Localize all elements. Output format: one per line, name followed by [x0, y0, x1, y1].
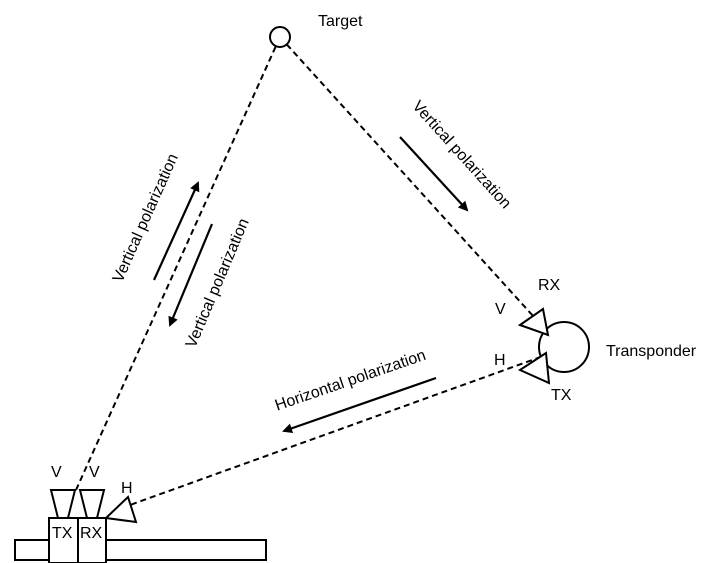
radar-base-right	[105, 539, 267, 561]
arrow-transponder-to-radar	[282, 376, 437, 434]
radar-tx-label: TX	[52, 525, 73, 542]
target-label: Target	[318, 13, 363, 30]
polarization-label-target-to-radar: Vertical polarization	[183, 216, 253, 350]
transponder-tx-label: TX	[551, 387, 572, 404]
radar-rx-label: RX	[80, 525, 103, 542]
transponder-label: Transponder	[606, 343, 697, 360]
radar-h-horn	[103, 495, 138, 524]
radar-tx-horn	[49, 489, 77, 519]
arrow-target-to-transponder	[399, 136, 469, 212]
transponder-h-label: H	[494, 352, 506, 369]
radar-base-left	[14, 539, 50, 561]
transponder-rx-label: RX	[538, 277, 561, 294]
transponder-tx-horn	[517, 351, 551, 385]
polarization-label-transponder-to-radar: Horizontal polarization	[273, 347, 428, 415]
path-transponder-to-radar	[129, 349, 561, 506]
radar-v-label-1: V	[51, 464, 62, 481]
transponder-v-label: V	[495, 301, 506, 318]
path-radar-to-target	[75, 36, 281, 491]
polarization-label-radar-to-target: Vertical polarization	[110, 151, 182, 285]
arrow-target-to-radar	[168, 223, 214, 327]
radar-v-label-2: V	[89, 464, 100, 481]
transponder-body	[538, 321, 590, 373]
target-marker	[269, 26, 291, 48]
radar-rx-horn	[78, 489, 106, 519]
radar-h-label: H	[121, 480, 133, 497]
arrow-radar-to-target	[152, 181, 200, 281]
transponder-rx-horn	[517, 307, 550, 337]
path-target-to-transponder	[279, 36, 535, 318]
